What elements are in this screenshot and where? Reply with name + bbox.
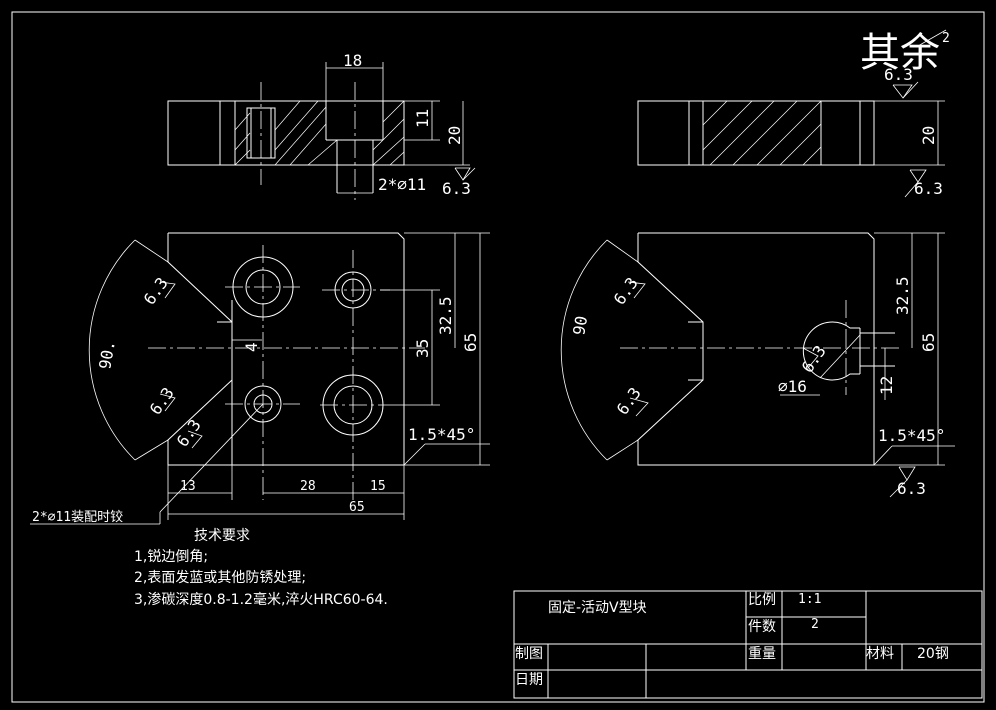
roughness-left-2: 6.3	[146, 384, 178, 419]
qty-value: 2	[811, 617, 819, 632]
scale-value: 1:1	[798, 592, 821, 607]
dim-top-11: 11	[413, 109, 432, 128]
dim-left-32-5: 32.5	[436, 296, 455, 335]
dim-top-20: 20	[445, 126, 464, 145]
technical-requirements: 技术要求 1,锐边倒角; 2,表面发蓝或其他防锈处理; 3,渗碳深度0.8-1.…	[134, 528, 388, 608]
dim-right-20: 20	[919, 126, 938, 145]
dim-angle-right: 90	[569, 314, 591, 336]
ream-note: 2*∅11装配时铰	[32, 510, 123, 525]
drawing-frame	[11, 11, 985, 703]
dim-angle-left: 90.	[95, 339, 119, 371]
roughness-top-right-upper: 6.3	[884, 65, 913, 84]
dim-right-12: 12	[877, 376, 896, 395]
weight-label: 重量	[748, 646, 776, 662]
date-label: 日期	[515, 672, 543, 688]
tech-req-title: 技术要求	[194, 528, 250, 544]
dim-left-35: 35	[413, 339, 432, 358]
part-name: 固定-活动V型块	[548, 600, 647, 616]
top-left-section-view: 18 11 20 2*∅11 6.3	[167, 51, 476, 200]
corner-note-roughness: 2	[942, 31, 950, 46]
dim-left-15: 15	[370, 479, 386, 494]
material-value: 20钢	[917, 646, 949, 662]
dim-left-4: 4	[242, 342, 261, 352]
front-left-view: 90. 4 32.5 35 65 1.5*45° 13 28 15 65 2*∅	[30, 232, 490, 525]
roughness-right-2: 6.3	[613, 384, 645, 419]
corner-note: 其余	[860, 30, 940, 76]
dim-left-13: 13	[180, 479, 196, 494]
scale-label: 比例	[748, 592, 776, 608]
roughness-right-3: 6.3	[798, 342, 830, 377]
roughness-top-left: 6.3	[442, 179, 471, 198]
dim-right-32-5: 32.5	[893, 276, 912, 315]
title-block: 固定-活动V型块 比例 1:1 件数 2 制图 重量 材料 20钢 日期	[513, 590, 983, 699]
top-right-view: 20 6.3 6.3	[637, 65, 945, 198]
roughness-left-3: 6.3	[173, 416, 205, 451]
dim-top-18: 18	[343, 51, 362, 70]
dim-left-chamfer: 1.5*45°	[408, 425, 475, 444]
material-label: 材料	[866, 646, 894, 662]
roughness-right-1: 6.3	[610, 274, 642, 309]
dim-right-chamfer: 1.5*45°	[878, 426, 945, 445]
dim-left-65-bottom: 65	[349, 500, 365, 515]
dim-left-65: 65	[461, 333, 480, 352]
drawn-label: 制图	[515, 646, 543, 662]
tech-req-item-2: 2,表面发蓝或其他防锈处理;	[134, 570, 306, 586]
roughness-left-1: 6.3	[140, 274, 172, 309]
roughness-top-right-lower: 6.3	[914, 179, 943, 198]
tech-req-item-3: 3,渗碳深度0.8-1.2毫米,淬火HRC60-64.	[134, 591, 388, 608]
dim-right-dia: ∅16	[778, 377, 807, 396]
dim-top-holes: 2*∅11	[378, 175, 426, 194]
qty-label: 件数	[748, 619, 776, 635]
front-right-view: 90 ∅16 12 32.5 65 1.5*45° 6.3 6.3 6.3 6.…	[560, 232, 955, 498]
dim-left-28: 28	[300, 479, 316, 494]
tech-req-item-1: 1,锐边倒角;	[134, 549, 208, 565]
dim-right-65: 65	[919, 333, 938, 352]
roughness-right-4: 6.3	[897, 479, 926, 498]
